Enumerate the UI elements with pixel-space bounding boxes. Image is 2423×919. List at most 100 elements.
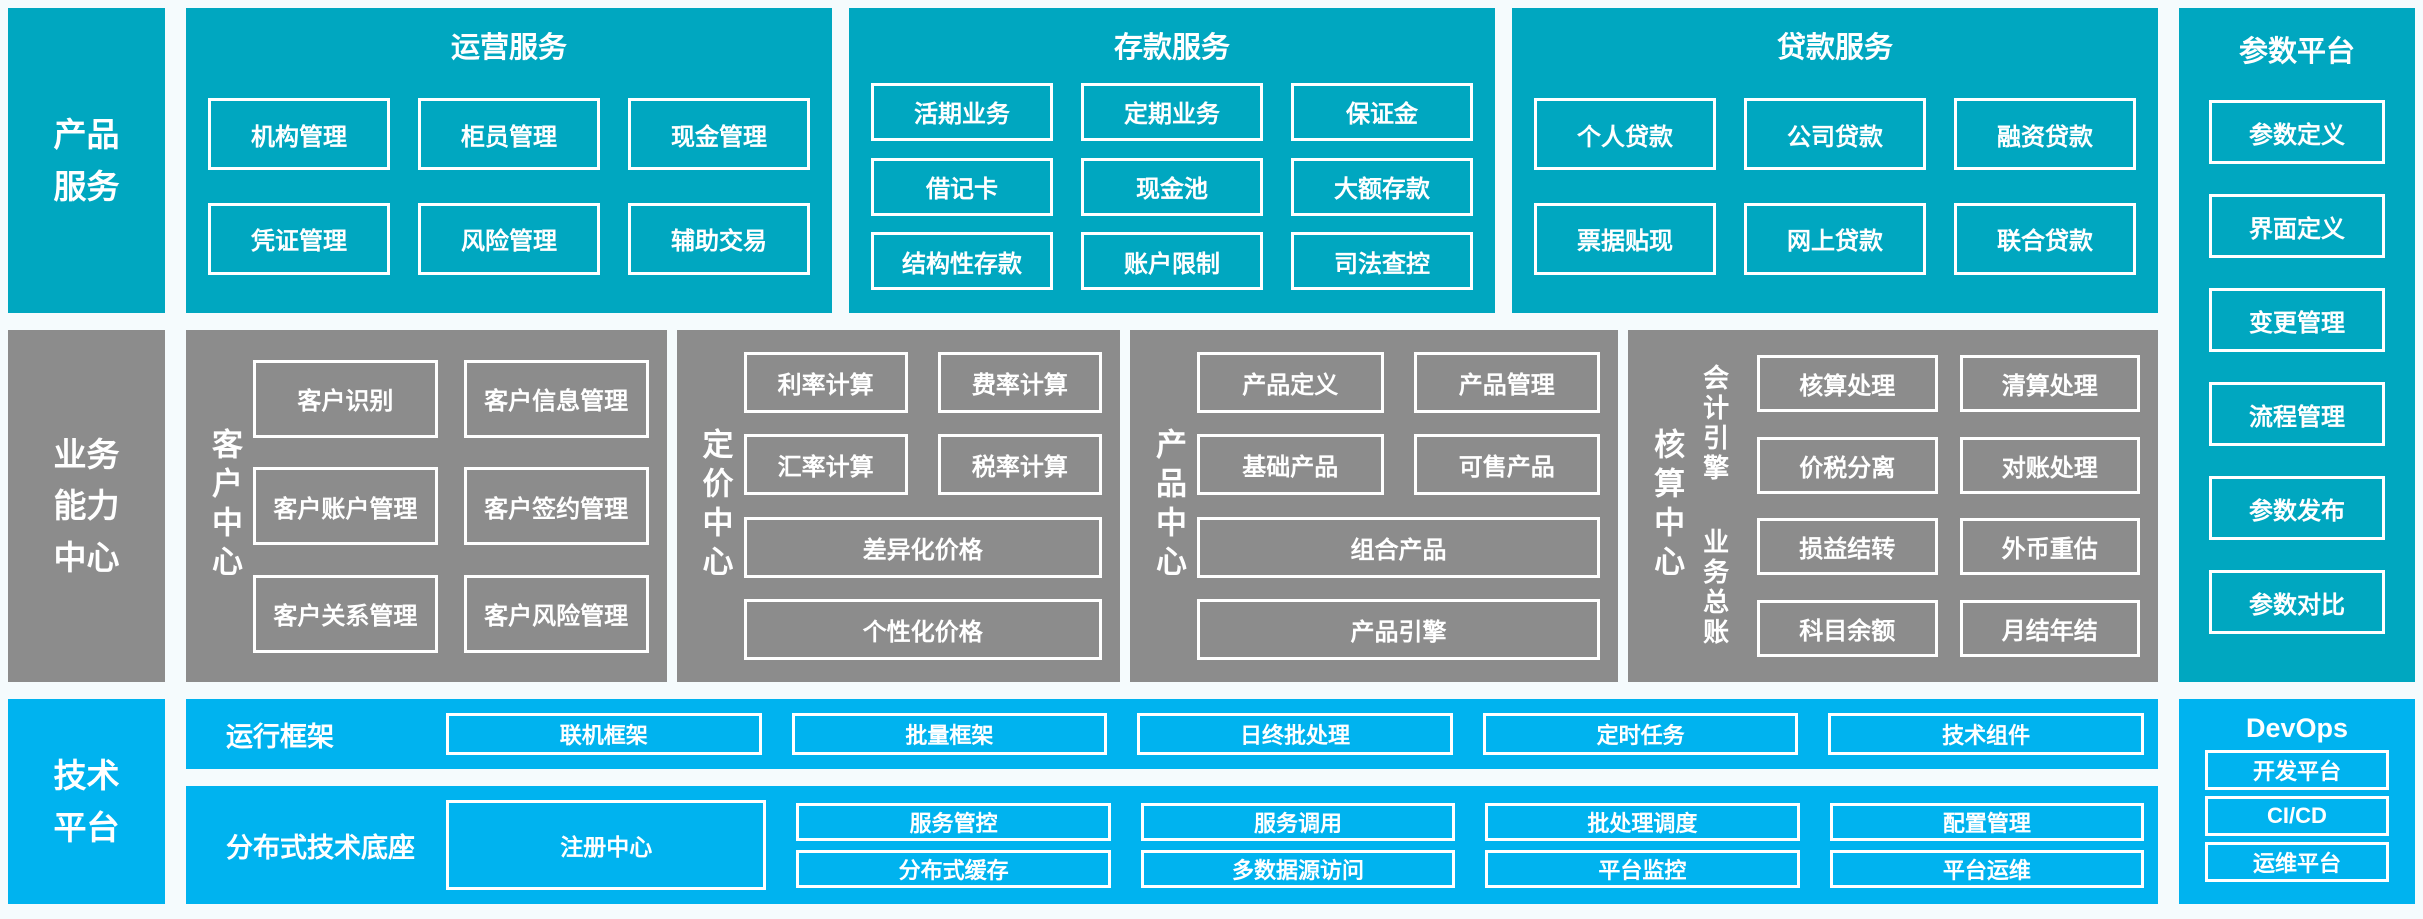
diagram-box: 机构管理 — [208, 98, 390, 171]
diagram-box: 定期业务 — [1081, 82, 1263, 141]
group-label-accounting-engine: 会计引擎 — [1699, 364, 1730, 485]
section-parameter-platform: 参数平台 参数定义 界面定义 变更管理 流程管理 参数发布 参数对比 — [2179, 8, 2415, 682]
diagram-box: 个人贷款 — [1534, 98, 1716, 171]
group-label-business-ledger: 业务总账 — [1699, 527, 1730, 648]
runtime-framework-bar: 运行框架 联机框架 批量框架 日终批处理 定时任务 技术组件 — [186, 699, 2158, 769]
diagram-box: 损益结转 — [1757, 518, 1938, 576]
loan-boxes: 个人贷款 公司贷款 融资贷款 票据贴现 网上贷款 联合贷款 — [1512, 66, 2158, 313]
diagram-box: 清算处理 — [1959, 354, 2140, 412]
section-title: 贷款服务 — [1776, 32, 1893, 64]
box-stack: 配置管理 平台运维 — [1829, 802, 2145, 888]
diagram-box: 现金管理 — [628, 98, 810, 171]
diagram-box: 价税分离 — [1757, 436, 1938, 494]
diagram-box: 产品定义 — [1196, 351, 1384, 413]
diagram-box: 费率计算 — [937, 351, 1102, 413]
diagram-box: 保证金 — [1291, 82, 1473, 141]
devops-panel: DevOps 开发平台 CI/CD 运维平台 — [2179, 699, 2415, 904]
diagram-box: 联合贷款 — [1954, 202, 2136, 275]
diagram-box: 客户账户管理 — [253, 467, 438, 545]
diagram-box: 客户关系管理 — [253, 574, 438, 653]
diagram-box: 技术组件 — [1828, 713, 2144, 755]
diagram-box: 外币重估 — [1959, 518, 2140, 576]
sidebar-product-services: 产品 服务 — [8, 8, 165, 313]
pricing-boxes: 利率计算 费率计算 汇率计算 税率计算 差异化价格 个性化价格 — [743, 330, 1102, 682]
diagram-box: CI/CD — [2205, 796, 2389, 836]
devops-boxes: 开发平台 CI/CD 运维平台 — [2205, 744, 2389, 888]
diagram-box: 月结年结 — [1959, 600, 2140, 658]
diagram-box: 凭证管理 — [208, 202, 390, 275]
bar-label: 运行框架 — [226, 721, 334, 752]
diagram-box: 辅助交易 — [628, 202, 810, 275]
diagram-box: 配置管理 — [1829, 802, 2145, 841]
diagram-box: 参数定义 — [2209, 100, 2385, 164]
accounting-boxes: 会计引擎 核算处理 清算处理 价税分离 对账处理 业务总账 损益结转 外币重估 … — [1695, 330, 2140, 682]
diagram-box: 注册中心 — [446, 800, 767, 890]
diagram-box: 科目余额 — [1757, 600, 1938, 658]
section-vertical-title: 核算中心 — [1649, 428, 1685, 584]
diagram-box: 参数对比 — [2209, 570, 2385, 634]
diagram-box: 借记卡 — [871, 157, 1053, 216]
diagram-box: 平台运维 — [1829, 849, 2145, 888]
section-title: 参数平台 — [2238, 36, 2355, 68]
diagram-box: 客户风险管理 — [463, 574, 649, 653]
diagram-box: 平台监控 — [1485, 849, 1800, 888]
sidebar-technology-platform: 技术 平台 — [8, 699, 165, 904]
section-accounting-center: 核算中心 会计引擎 核算处理 清算处理 价税分离 对账处理 业务总账 损益结转 … — [1628, 330, 2158, 682]
diagram-box: 柜员管理 — [418, 98, 600, 171]
diagram-box: 服务调用 — [1140, 802, 1456, 841]
diagram-box: 产品管理 — [1413, 351, 1601, 413]
diagram-box: 多数据源访问 — [1140, 849, 1456, 888]
box-stack: 服务调用 多数据源访问 — [1140, 802, 1456, 888]
diagram-box: 公司贷款 — [1744, 98, 1926, 171]
diagram-box: 定时任务 — [1482, 713, 1799, 755]
diagram-box: 客户签约管理 — [463, 467, 649, 545]
diagram-box: 网上贷款 — [1744, 202, 1926, 275]
diagram-box: 核算处理 — [1757, 354, 1938, 412]
box-stack: 服务管控 分布式缓存 — [796, 802, 1111, 888]
diagram-box: 界面定义 — [2209, 194, 2385, 258]
box-stack: 批处理调度 平台监控 — [1485, 802, 1800, 888]
section-vertical-title: 产品中心 — [1150, 428, 1186, 584]
product-boxes: 产品定义 产品管理 基础产品 可售产品 组合产品 产品引擎 — [1196, 330, 1601, 682]
diagram-box: 日终批处理 — [1137, 713, 1453, 755]
diagram-box: 参数发布 — [2209, 476, 2385, 540]
diagram-box: 现金池 — [1081, 157, 1263, 216]
diagram-box: 变更管理 — [2209, 288, 2385, 352]
diagram-box: 活期业务 — [871, 82, 1053, 141]
section-loan-services: 贷款服务 个人贷款 公司贷款 融资贷款 票据贴现 网上贷款 联合贷款 — [1512, 8, 2158, 313]
diagram-box: 税率计算 — [937, 434, 1102, 496]
diagram-box: 客户信息管理 — [463, 359, 649, 438]
section-title: 运营服务 — [450, 32, 567, 64]
diagram-box: 汇率计算 — [743, 434, 908, 496]
diagram-box: 客户识别 — [253, 359, 438, 438]
diagram-box: 风险管理 — [418, 202, 600, 275]
diagram-box: 对账处理 — [1959, 436, 2140, 494]
section-customer-center: 客户中心 客户识别 客户信息管理 客户账户管理 客户签约管理 客户关系管理 客户… — [186, 330, 667, 682]
diagram-box: 服务管控 — [796, 802, 1111, 841]
customer-boxes: 客户识别 客户信息管理 客户账户管理 客户签约管理 客户关系管理 客户风险管理 — [253, 330, 649, 682]
diagram-box: 批量框架 — [791, 713, 1108, 755]
diagram-box: 个性化价格 — [743, 599, 1102, 661]
diagram-box: 利率计算 — [743, 351, 908, 413]
diagram-box: 账户限制 — [1081, 232, 1263, 291]
diagram-box: 差异化价格 — [743, 516, 1102, 578]
section-title: 存款服务 — [1113, 32, 1230, 64]
section-deposit-services: 存款服务 活期业务 定期业务 保证金 借记卡 现金池 大额存款 结构性存款 账户… — [849, 8, 1495, 313]
diagram-box: 融资贷款 — [1954, 98, 2136, 171]
diagram-box: 开发平台 — [2205, 750, 2389, 790]
diagram-box: 司法查控 — [1291, 232, 1473, 291]
diagram-box: 大额存款 — [1291, 157, 1473, 216]
distributed-base-boxes: 注册中心 服务管控 分布式缓存 服务调用 多数据源访问 批处理调度 平台监控 配… — [446, 800, 2145, 890]
product-services-row: 运营服务 机构管理 柜员管理 现金管理 凭证管理 风险管理 辅助交易 存款服务 … — [186, 8, 2158, 313]
sidebar-business-capability-center: 业务 能力 中心 — [8, 330, 165, 682]
parameter-boxes: 参数定义 界面定义 变更管理 流程管理 参数发布 参数对比 — [2209, 70, 2385, 664]
section-vertical-title: 客户中心 — [207, 428, 242, 584]
diagram-box: 运维平台 — [2205, 842, 2389, 882]
diagram-box: 分布式缓存 — [796, 849, 1111, 888]
diagram-box: 组合产品 — [1196, 516, 1601, 578]
distributed-base-bar: 分布式技术底座 注册中心 服务管控 分布式缓存 服务调用 多数据源访问 批处理调… — [186, 786, 2158, 904]
section-title: DevOps — [2245, 713, 2349, 743]
diagram-box: 产品引擎 — [1196, 599, 1601, 661]
diagram-box: 批处理调度 — [1485, 802, 1800, 841]
